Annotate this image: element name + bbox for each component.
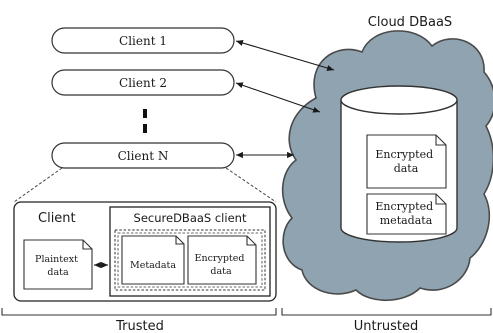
client-detail-box: Client Plaintext data SecureDBaaS client… (13, 201, 277, 302)
client-1[interactable]: Client 1 (51, 27, 235, 54)
encrypted-metadata-line2: metadata (380, 214, 433, 227)
client-2[interactable]: Client 2 (51, 69, 235, 96)
encrypted-data-line1: Encrypted (375, 148, 433, 161)
untrusted-label: Untrusted (354, 319, 419, 333)
encrypted-metadata-document: Encrypted metadata (366, 193, 447, 235)
svg-text:Plaintext data: Plaintext data (35, 254, 81, 278)
untrusted-bracket: Untrusted (281, 308, 492, 333)
trusted-bracket: Trusted (1, 308, 277, 333)
svg-text:Encrypted metadata: Encrypted metadata (375, 200, 436, 227)
encrypted-data-document: Encrypted data (366, 134, 447, 189)
client-n[interactable]: Client N (51, 142, 235, 169)
metadata-label: Metadata (130, 260, 176, 271)
client-2-cloud-arrow (235, 82, 321, 113)
client-1-cloud-arrow (235, 40, 335, 71)
securedbaas-client-box: SecureDBaaS client Metadata Encrypted da… (109, 206, 271, 297)
client-2-label: Client 2 (119, 76, 167, 90)
svg-text:Encrypted data: Encrypted data (195, 253, 248, 277)
client-encrypted-line2: data (210, 266, 232, 277)
cloud-title: Cloud DBaaS (368, 15, 452, 30)
encrypted-metadata-line1: Encrypted (375, 200, 433, 213)
encrypted-data-line2: data (394, 162, 419, 175)
plaintext-data-document: Plaintext data (23, 239, 93, 290)
zoom-line-left (13, 167, 63, 203)
client-encrypted-line1: Encrypted (195, 253, 245, 264)
ellipsis-dashes (143, 109, 147, 133)
client-1-label: Client 1 (119, 34, 167, 48)
zoom-line-right (225, 167, 277, 203)
client-n-label: Client N (118, 149, 169, 163)
plaintext-line2: data (47, 267, 69, 278)
client-detail-title: Client (38, 211, 76, 226)
securedbaas-title: SecureDBaaS client (134, 211, 247, 225)
securedbaas-inner-dashed (114, 229, 266, 291)
metadata-document: Metadata (121, 235, 185, 285)
plaintext-line1: Plaintext (35, 254, 78, 265)
trusted-label: Trusted (115, 319, 164, 333)
client-encrypted-data-document: Encrypted data (187, 235, 257, 285)
cloud-dbaas: Cloud DBaaS Encrypted data Encrypted met… (281, 15, 493, 301)
svg-text:Encrypted data: Encrypted data (375, 148, 436, 175)
